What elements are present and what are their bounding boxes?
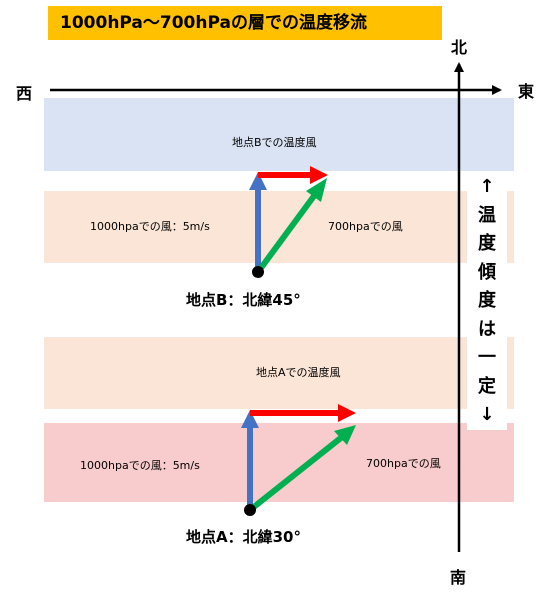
a-thermal-wind-label: 地点Aでの温度風 <box>256 366 341 379</box>
gradient-note-char: は <box>478 318 496 340</box>
b-wind-700-arrow <box>255 194 317 274</box>
a-point-label: 地点A：北緯30° <box>186 528 301 546</box>
band-a-thermal-wind <box>44 337 514 409</box>
south-label: 南 <box>450 568 467 587</box>
north-label: 北 <box>451 38 468 57</box>
band-b-thermal-wind <box>44 98 514 171</box>
gradient-note-char: 温 <box>478 204 496 226</box>
b-thermal-wind-label: 地点Bでの温度風 <box>232 136 317 149</box>
b-wind-1000-arrowhead <box>249 172 267 190</box>
gradient-note-char: 度 <box>478 233 496 254</box>
b-point-label: 地点B：北緯45° <box>186 291 301 309</box>
a-wind-700-arrowhead <box>334 425 356 445</box>
b-wind-700-label: 700hpaでの風 <box>328 220 403 233</box>
east-label: 東 <box>518 82 535 101</box>
gradient-note-char: ↓ <box>479 404 495 425</box>
a-point-marker <box>244 504 256 516</box>
a-wind-1000-label: 1000hpaでの風：5m/s <box>80 459 200 472</box>
a-wind-700-label: 700hpaでの風 <box>366 457 441 470</box>
gradient-note-char: 定 <box>478 375 496 397</box>
a-wind-700-arrow <box>248 434 344 513</box>
gradient-note-char: 傾 <box>478 261 496 283</box>
b-thermal-wind-arrowhead <box>310 166 328 184</box>
a-thermal-wind-arrowhead <box>338 404 356 422</box>
a-wind-1000-arrowhead <box>241 410 259 428</box>
b-point-marker <box>252 266 264 278</box>
gradient-note: ↑ 温 度 傾 度 は 一 定 ↓ <box>467 172 507 430</box>
diagram-title: 1000hPa～700hPaの層での温度移流 <box>48 6 442 40</box>
b-wind-1000-label: 1000hpaでの風：5m/s <box>90 220 210 233</box>
west-label: 西 <box>16 84 33 103</box>
gradient-note-char: ↑ <box>479 176 495 197</box>
band-b-winds <box>44 191 514 263</box>
b-wind-700-arrowhead <box>306 178 327 202</box>
gradient-note-char: 度 <box>478 290 496 311</box>
gradient-note-char: 一 <box>478 347 496 368</box>
